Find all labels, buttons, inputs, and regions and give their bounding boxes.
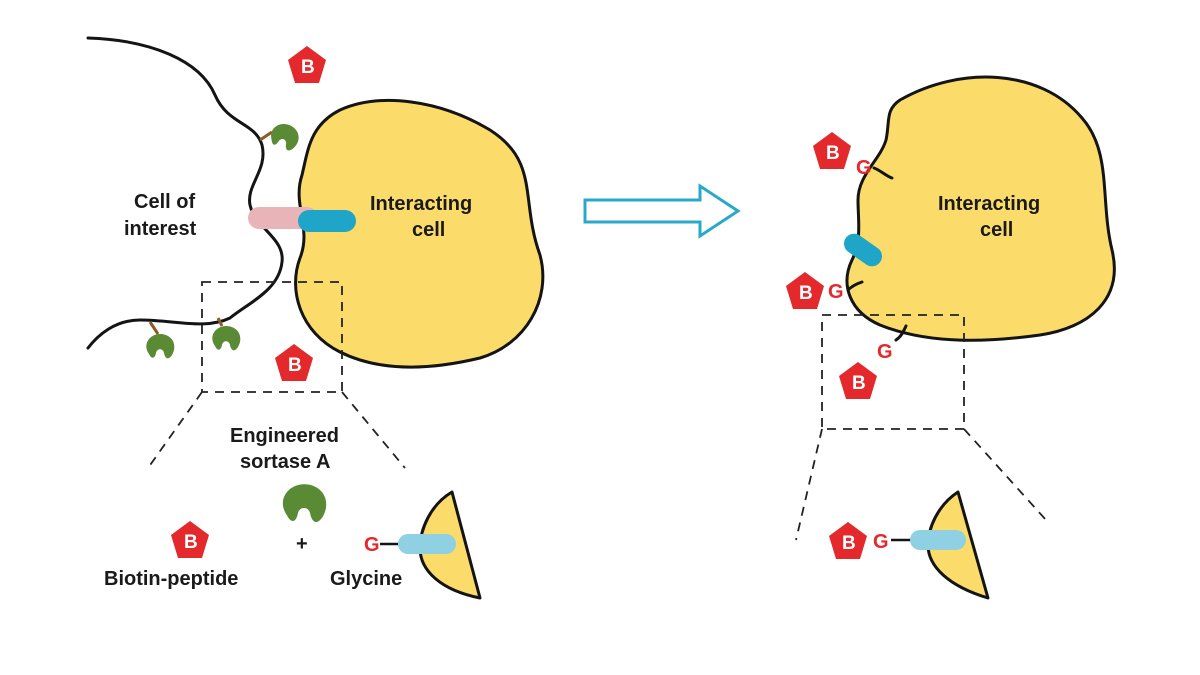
hollow-right-arrow-icon	[583, 183, 741, 239]
label-biotin-peptide: Biotin-peptide	[104, 568, 238, 590]
ligand-blue	[298, 210, 356, 232]
biotin-g-middle: B G	[786, 272, 864, 309]
biotin-letter: B	[826, 143, 840, 164]
label-interacting-cell-left-line2: cell	[412, 219, 445, 241]
linker-line	[846, 280, 864, 292]
plus-sign: +	[296, 533, 308, 555]
sortase-enzyme-3	[212, 317, 241, 351]
biotin-letter: B	[852, 373, 866, 394]
label-engineered-line2: sortase A	[240, 451, 330, 473]
interacting-cell-right	[845, 75, 1116, 342]
biotin-letter: B	[799, 283, 813, 304]
biotin-g-zoom: B G	[829, 522, 912, 559]
sortase-enzyme-2	[146, 321, 175, 359]
label-interacting-cell-left-line1: Interacting	[370, 193, 472, 215]
glycine-letter: G	[828, 281, 844, 303]
sortase-stem-icon	[216, 317, 224, 327]
zoom-line-left-a	[147, 391, 203, 469]
glycine-letter: G	[873, 531, 889, 553]
glycine-letter: G	[877, 341, 893, 363]
zoom-line-left-b	[341, 391, 406, 469]
glycine-letter: G	[856, 157, 872, 179]
biotin-free-bottom: B	[275, 344, 313, 381]
zoom-box-left	[201, 281, 343, 393]
biotin-free-top: B	[288, 46, 326, 83]
label-cell-of-interest-line1: Cell of	[134, 191, 195, 213]
biotin-letter: B	[842, 533, 856, 554]
green-crescent-icon	[146, 334, 175, 359]
label-engineered-line1: Engineered	[230, 425, 339, 447]
ligand-light-left	[398, 534, 456, 554]
biotin-letter: B	[301, 57, 315, 78]
biotin-letter: B	[288, 355, 302, 376]
label-interacting-cell-right-line2: cell	[980, 219, 1013, 241]
sortase-stem-icon	[259, 130, 273, 142]
glycine-letter-left: G	[364, 534, 380, 556]
label-interacting-cell-right-line1: Interacting	[938, 193, 1040, 215]
biotin-legend: B	[171, 521, 209, 558]
green-crescent-icon	[212, 326, 241, 351]
label-glycine: Glycine	[330, 568, 402, 590]
ligand-blue-right	[843, 233, 883, 267]
green-crescent-icon	[267, 120, 303, 153]
zoom-box-right	[821, 314, 965, 430]
ligand-light-right	[910, 530, 966, 550]
biotin-g-bottom: B G	[839, 324, 908, 399]
label-cell-of-interest-line2: interest	[124, 218, 197, 240]
biotin-g-top: B G	[813, 132, 894, 180]
sortase-legend-icon	[282, 484, 327, 523]
sortase-enzyme-1	[259, 120, 303, 153]
linker-line	[894, 324, 908, 342]
zoom-line-right-b	[963, 428, 1047, 521]
linker-line	[872, 166, 894, 180]
biotin-letter: B	[184, 532, 198, 553]
interacting-cell-left	[294, 99, 545, 369]
sortase-stem-icon	[148, 321, 160, 335]
zoom-line-right-a	[795, 428, 823, 541]
